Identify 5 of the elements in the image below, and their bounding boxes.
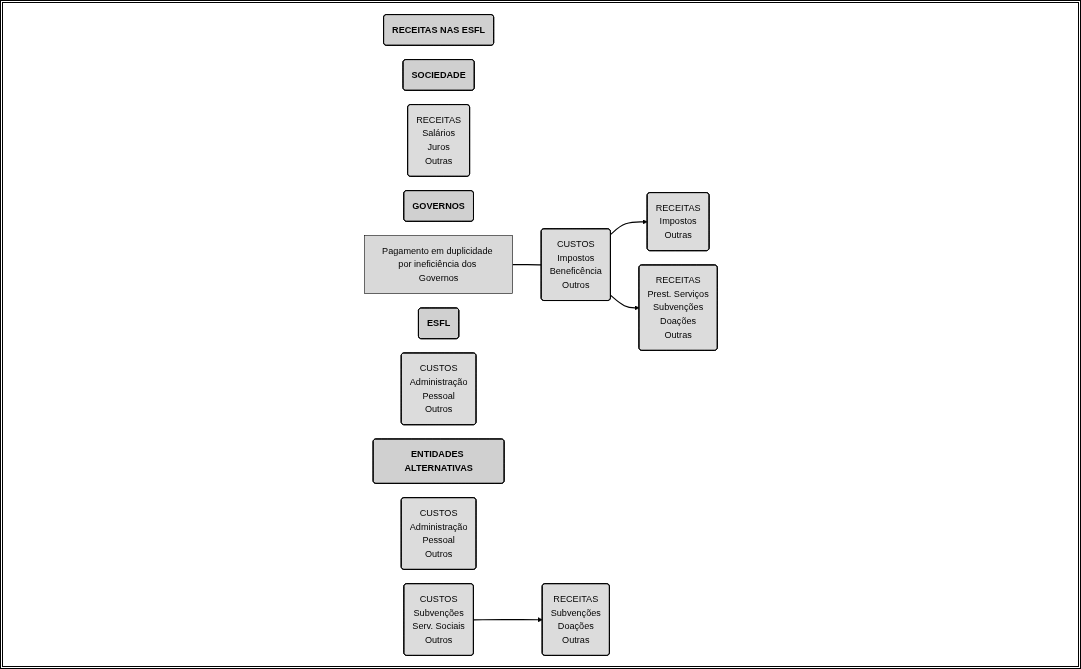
node-box: Pagamento em duplicidade por ineficiência dos Governos	[363, 234, 513, 294]
arrow	[472, 616, 543, 622]
arrow	[609, 218, 648, 235]
arrow	[609, 294, 639, 310]
connector	[511, 263, 542, 265]
